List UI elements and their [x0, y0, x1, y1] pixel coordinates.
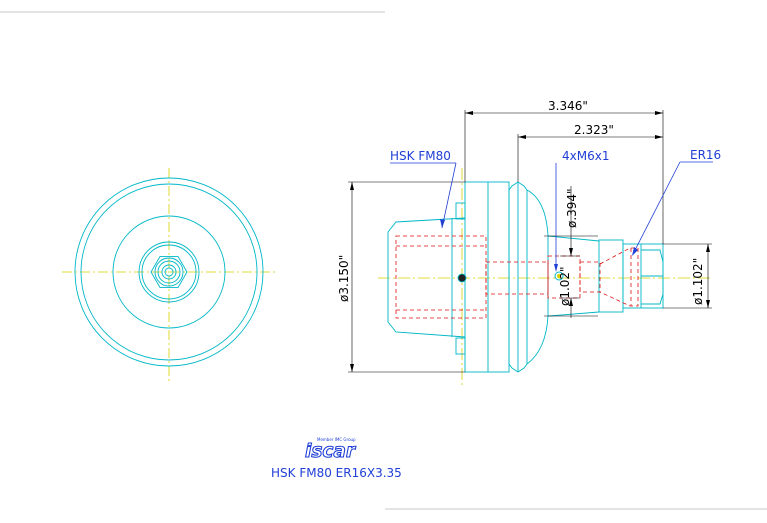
leader-arrows	[440, 219, 638, 272]
logo-tagline: Member IMC Group	[317, 437, 356, 442]
part-name: HSK FM80 ER16X3.35	[271, 466, 402, 480]
nut-diameter-dimension: ø1.102"	[691, 258, 705, 305]
logo-wordmark: iscar	[305, 440, 357, 462]
bore-diameter-dimension: ø.394"	[565, 188, 579, 228]
flange-diameter-dimension: ø3.150"	[337, 255, 351, 302]
overall-length-dimension: 3.346"	[548, 99, 588, 113]
interface-label: HSK FM80	[390, 149, 451, 163]
side-view: 3.346" 2.323" ø3.150" ø.394" ø1.02" ø1.1…	[337, 99, 721, 388]
leader-lines	[390, 161, 713, 270]
dimension-lines	[348, 110, 712, 373]
screw-marker	[554, 271, 564, 281]
front-view-outline	[74, 177, 264, 367]
collet-label: ER16	[690, 148, 721, 162]
gauge-length-dimension: 2.323"	[574, 123, 614, 137]
drawing-frame	[0, 11, 767, 510]
side-view-hidden-lines	[395, 235, 639, 319]
front-view	[62, 168, 276, 382]
front-view-center-lines	[62, 168, 276, 382]
screws-label: 4xM6x1	[562, 149, 609, 163]
dimension-arrows	[350, 111, 710, 372]
side-view-outline	[387, 181, 664, 373]
company-logo: Member IMC Group iscar	[304, 437, 357, 463]
shank-diameter-dimension: ø1.02"	[558, 266, 572, 306]
coolant-port	[457, 273, 467, 283]
